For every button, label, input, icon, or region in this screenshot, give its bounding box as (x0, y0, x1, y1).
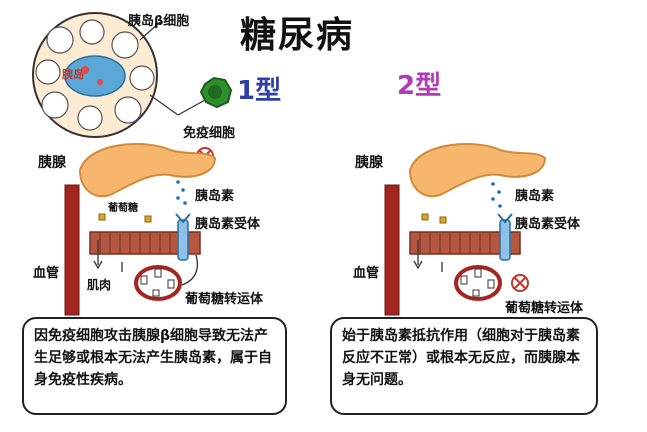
pancreas-shape-2 (408, 143, 547, 198)
cell-membrane-1 (89, 213, 201, 261)
immune-cell-label: 免疫细胞 (183, 126, 236, 141)
islet-illustration (32, 12, 206, 138)
type1-label: 1型 (237, 76, 282, 106)
glucose-squares-1 (98, 213, 152, 223)
insulin-dots-2 (491, 182, 502, 208)
insulin-label-1: 胰岛素 (195, 189, 235, 204)
grape-sugar-label-1: 葡萄糖 (108, 203, 138, 214)
page-title: 糖尿病 (240, 14, 355, 56)
type2-label: 2型 (397, 71, 442, 101)
blood-vessel-label-2: 血管 (353, 266, 380, 281)
transporter-label-2: 葡萄糖转运体 (505, 301, 584, 316)
beta-cell-label: 胰岛β细胞 (128, 14, 190, 29)
pancreas-shape-1 (78, 143, 217, 198)
type2-description: 始于胰岛素抵抗作用（细胞对于胰岛素反应不正常）或根本无反应，而胰腺本身无问题。 (330, 317, 598, 415)
insulin-dots-1 (176, 180, 187, 205)
arrows-1 (93, 240, 198, 286)
muscle-label: 肌肉 (87, 278, 112, 292)
receptor-label-1: 胰岛素受体 (195, 217, 261, 232)
islet-label: 胰岛 (62, 68, 84, 81)
immune-cell-icon (199, 76, 233, 109)
blood-vessel-1 (64, 184, 80, 316)
transporter-label-1: 葡萄糖转运体 (185, 292, 264, 307)
blood-vessel-2 (384, 184, 400, 316)
arrows-2 (413, 240, 443, 272)
pancreas-label-2: 胰腺 (355, 155, 383, 171)
glucose-squares-2 (421, 213, 447, 224)
glucose-transporter-2 (454, 265, 502, 301)
blocked-x-icon-2 (511, 274, 529, 292)
pancreas-label-1: 胰腺 (38, 155, 66, 171)
type1-description: 因免疫细胞攻击胰腺β细胞导致无法产生足够或根本无法产生胰岛素，属于自身免疫性疾病… (22, 317, 287, 415)
blood-vessel-label-1: 血管 (33, 266, 60, 281)
glucose-transporter-1 (134, 265, 182, 301)
receptor-label-2: 胰岛素受体 (515, 217, 581, 232)
cell-membrane-2 (409, 213, 521, 261)
insulin-label-2: 胰岛素 (515, 189, 555, 204)
